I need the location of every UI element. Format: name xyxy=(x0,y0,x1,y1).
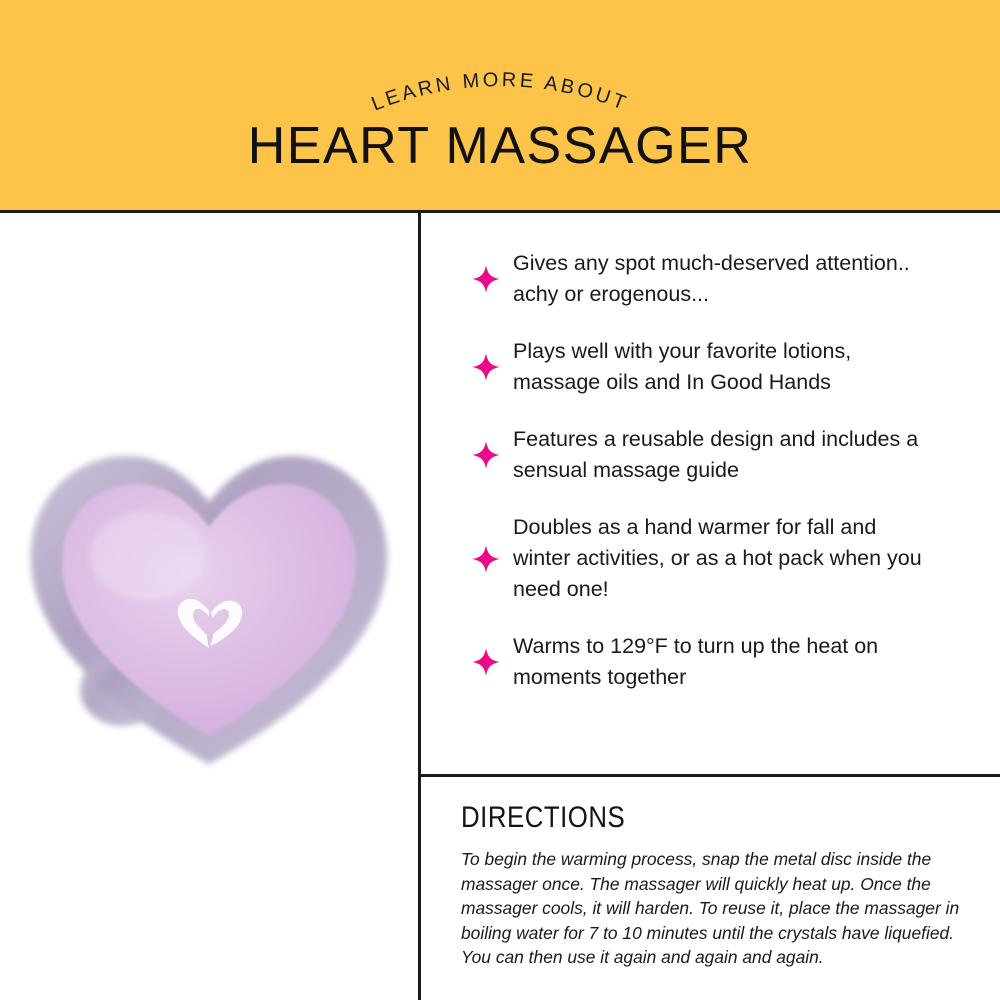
list-item: Gives any spot much-deserved attention..… xyxy=(471,248,974,310)
heart-massager-image xyxy=(18,406,400,778)
product-image-panel xyxy=(0,216,418,1000)
feature-text: Plays well with your favorite lotions, m… xyxy=(513,339,852,394)
feature-text: Doubles as a hand warmer for fall and wi… xyxy=(513,515,922,601)
arched-eyebrow: LEARN MORE ABOUT xyxy=(0,26,1000,116)
directions-section: DIRECTIONS To begin the warming process,… xyxy=(421,777,1000,1000)
sparkle-star-icon xyxy=(471,440,501,470)
vertical-divider xyxy=(418,213,421,1000)
sparkle-star-icon xyxy=(471,544,501,573)
list-item: Features a reusable design and includes … xyxy=(471,424,974,486)
feature-text: Warms to 129°F to turn up the heat on mo… xyxy=(513,634,879,689)
list-item: Warms to 129°F to turn up the heat on mo… xyxy=(471,631,974,693)
horizontal-divider xyxy=(421,774,1000,777)
directions-heading: DIRECTIONS xyxy=(461,801,626,834)
header-banner: LEARN MORE ABOUT HEART MASSAGER xyxy=(0,0,1000,213)
feature-text: Features a reusable design and includes … xyxy=(513,427,919,482)
list-item: Doubles as a hand warmer for fall and wi… xyxy=(471,512,974,605)
feature-text: Gives any spot much-deserved attention..… xyxy=(513,251,910,306)
features-list: Gives any spot much-deserved attention..… xyxy=(421,213,1000,774)
list-item: Plays well with your favorite lotions, m… xyxy=(471,336,974,398)
sparkle-star-icon xyxy=(471,352,501,382)
eyebrow-text: LEARN MORE ABOUT xyxy=(369,69,632,115)
directions-body-text: To begin the warming process, snap the m… xyxy=(461,849,960,967)
heart-highlight xyxy=(90,512,206,600)
sparkle-star-icon xyxy=(471,264,501,294)
page-title: HEART MASSAGER xyxy=(247,117,753,175)
sparkle-star-icon xyxy=(471,647,501,677)
white-heart-logo xyxy=(177,598,243,648)
